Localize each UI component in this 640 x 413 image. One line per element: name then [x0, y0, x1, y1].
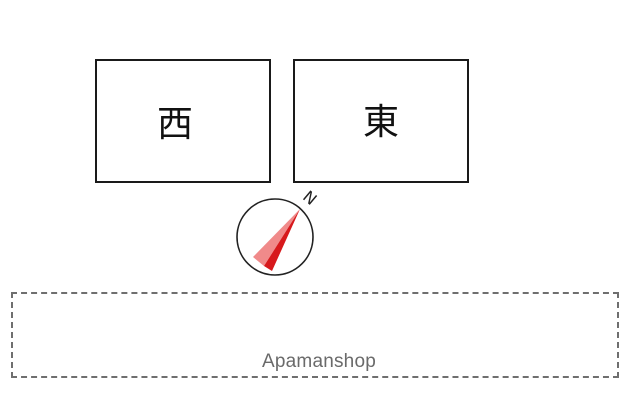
- building-west: 西: [95, 59, 271, 183]
- compass-needle-dark: [264, 209, 300, 271]
- compass-icon: N: [236, 187, 321, 276]
- compass-needle-light: [253, 209, 300, 266]
- road-area: [11, 292, 619, 378]
- building-west-label: 西: [156, 104, 193, 145]
- compass-north-label: N: [299, 187, 320, 209]
- watermark-text: Apamanshop: [262, 351, 376, 372]
- building-east-label: 東: [362, 102, 399, 143]
- building-east: 東: [293, 59, 469, 183]
